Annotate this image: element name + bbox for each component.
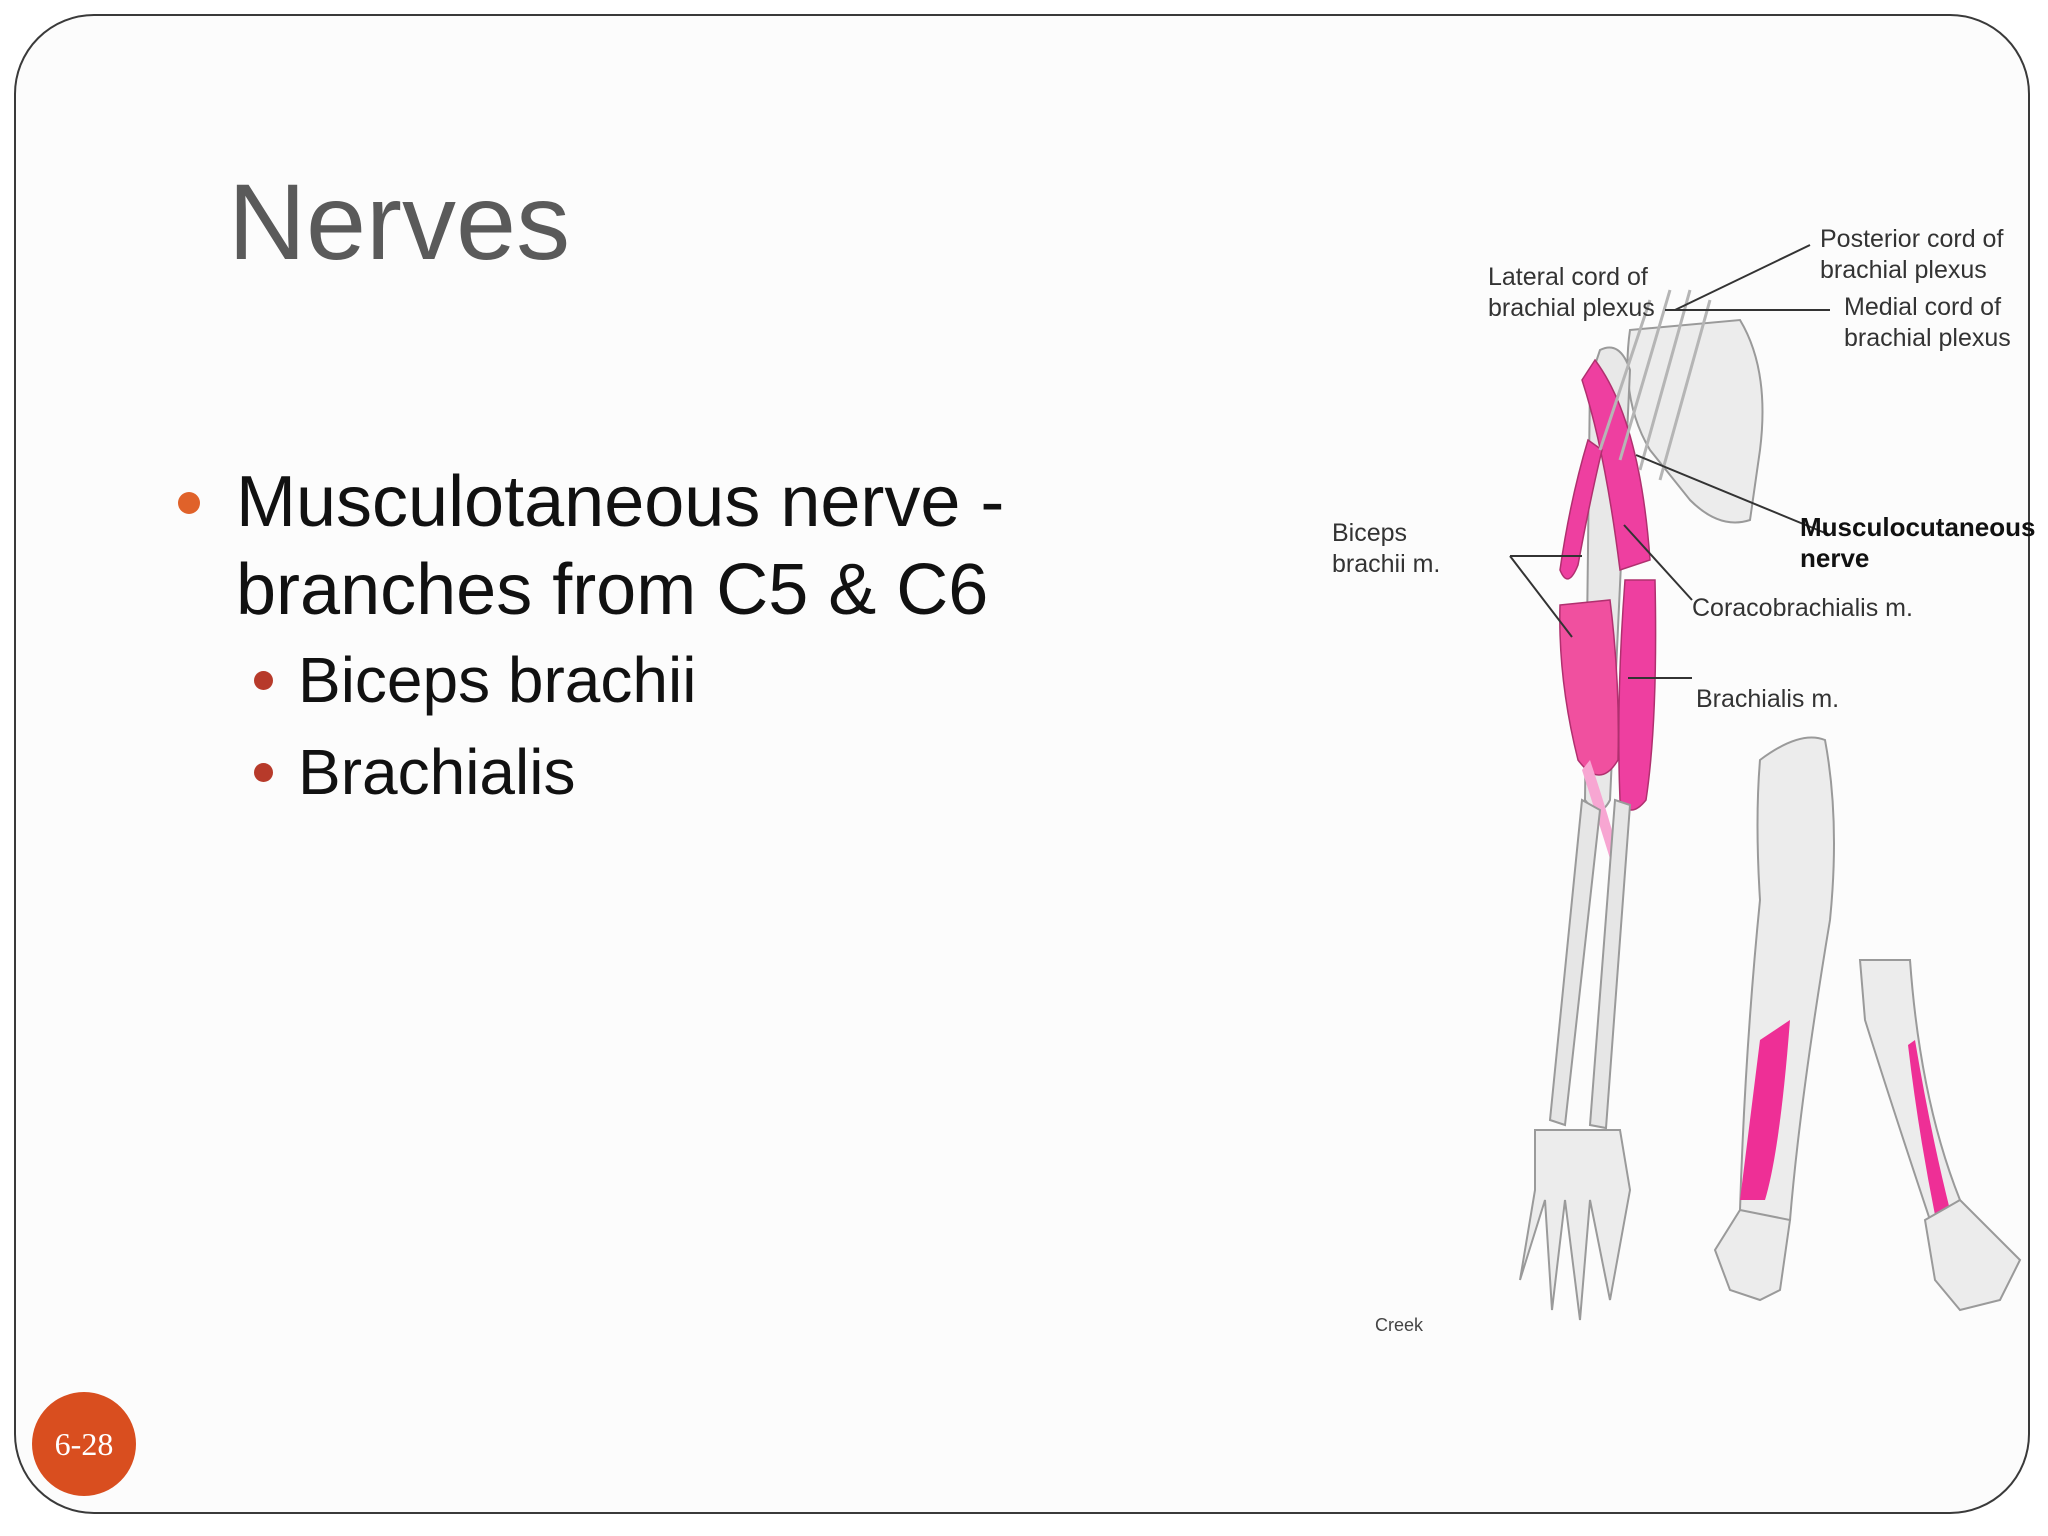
label-medial-cord: Medial cord of brachial plexus	[1844, 293, 2011, 352]
radius-bone	[1548, 798, 1602, 1127]
label-biceps-brachii: Biceps brachii m.	[1332, 519, 1441, 578]
anatomy-figure: Posterior cord of brachial plexus Latera…	[1320, 200, 2040, 1400]
label-coracobrachialis: Coracobrachialis m.	[1692, 594, 1913, 622]
label-brachialis: Brachialis m.	[1696, 685, 1840, 713]
arm-illustration	[1509, 244, 2022, 1321]
label-posterior-cord: Posterior cord of brachial plexus	[1820, 225, 2004, 284]
sub-bullet-text: Biceps brachii	[298, 644, 697, 716]
hand-skeleton	[1519, 1129, 1632, 1321]
label-lateral-cord: Lateral cord of brachial plexus	[1488, 263, 1655, 322]
dermatome-hand-back	[1923, 1198, 2022, 1312]
biceps-upper-muscle	[1559, 438, 1603, 580]
bullet-line-1: Musculotaneous nerve -	[236, 462, 1005, 542]
leader-lines	[1509, 244, 1831, 679]
sub-bullet-text: Brachialis	[298, 736, 576, 808]
sub-bullet-dot-icon	[254, 763, 273, 782]
figure-credit: Creek	[1375, 1315, 1424, 1335]
bullet-dot-icon	[178, 492, 200, 514]
biceps-tendon	[1582, 760, 1620, 865]
sub-bullet-item: Brachialis	[178, 726, 1178, 818]
dermatome-arm-back	[1858, 959, 1962, 1222]
sub-bullet-dot-icon	[254, 671, 273, 690]
bullet-item-musculocutaneous: Musculotaneous nerve - branches from C5 …	[178, 458, 1178, 634]
dermatome-hand-front	[1713, 1208, 1792, 1302]
scapula-shape	[1626, 318, 1764, 524]
nerve-lines	[1598, 289, 1712, 481]
sub-bullet-item: Biceps brachii	[178, 634, 1178, 726]
bullet-list: Musculotaneous nerve - branches from C5 …	[178, 458, 1178, 818]
ulna-bone	[1588, 798, 1632, 1130]
coracobrachialis-muscle	[1581, 358, 1651, 572]
dermatome-stripe-back	[1908, 1040, 1950, 1215]
bullet-line-2: branches from C5 & C6	[236, 550, 989, 630]
slide-title: Nerves	[228, 161, 571, 282]
brachialis-muscle	[1618, 579, 1657, 811]
slide-number-badge: 6-28	[32, 1392, 136, 1496]
slide-frame	[14, 14, 2030, 1514]
label-musculocutaneous-nerve: Musculocutaneous nerve	[1800, 512, 2036, 573]
dermatome-stripe-front	[1740, 1020, 1790, 1200]
biceps-belly-muscle	[1559, 599, 1620, 776]
